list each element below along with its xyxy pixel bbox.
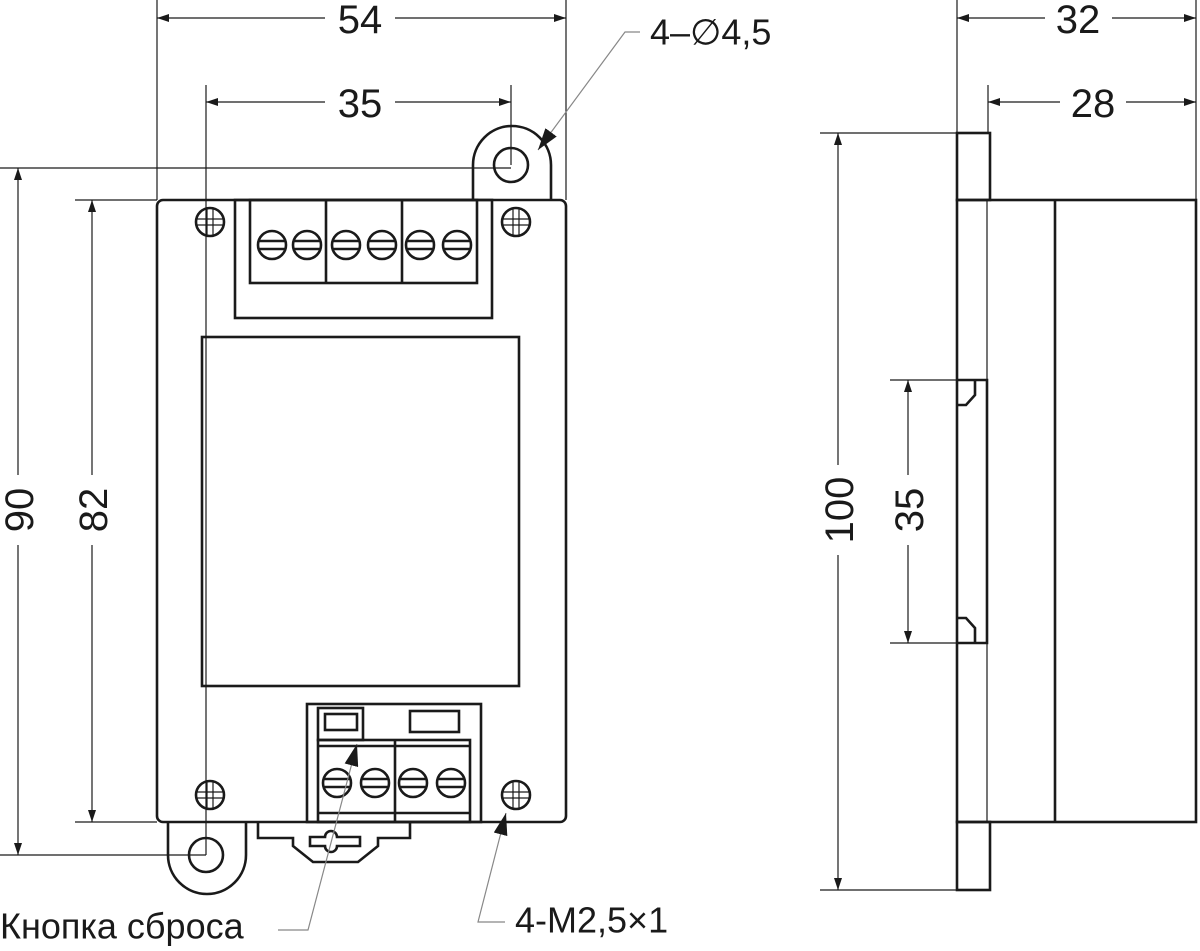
svg-text:90: 90	[0, 488, 42, 533]
dimension-90: 90	[0, 168, 42, 855]
svg-text:4-M2,5×1: 4-M2,5×1	[515, 900, 668, 941]
device-body	[155, 198, 568, 824]
svg-text:32: 32	[1056, 0, 1101, 42]
front-view: 54 35 90 82 4–∅4,5 Кнопка сброса 4-M2,5×	[0, 0, 771, 947]
terminal-screw-icon	[321, 767, 467, 799]
top-terminal-block	[233, 198, 494, 320]
svg-text:35: 35	[338, 82, 383, 126]
svg-text:28: 28	[1071, 82, 1116, 126]
cross-screw-icon	[194, 206, 532, 811]
dimension-54: 54	[157, 0, 566, 42]
terminal-screw-icon	[256, 229, 473, 261]
svg-text:Кнопка сброса: Кнопка сброса	[0, 906, 245, 947]
hole-callout: 4–∅4,5	[537, 12, 771, 151]
svg-text:82: 82	[72, 488, 116, 533]
side-view: 32 28 100 35	[818, 0, 1198, 892]
din-rail-clip	[256, 822, 412, 864]
dimension-100: 100	[818, 133, 862, 890]
svg-text:100: 100	[818, 477, 862, 544]
rail-notch-top	[957, 378, 989, 645]
dimension-32: 32	[957, 0, 1196, 42]
screw-callout: 4-M2,5×1	[477, 812, 668, 941]
dimension-35-side: 35	[888, 380, 932, 643]
svg-text:54: 54	[338, 0, 383, 42]
extension-lines	[0, 0, 567, 856]
reset-button-callout: Кнопка сброса	[0, 743, 359, 947]
dimension-35-front: 35	[206, 82, 511, 126]
svg-text:35: 35	[888, 488, 932, 533]
label-area	[200, 335, 521, 688]
bottom-terminal-block	[305, 702, 483, 824]
extension-lines	[820, 0, 1197, 891]
dimension-82: 82	[72, 200, 116, 822]
dimension-28: 28	[988, 82, 1196, 126]
svg-text:4–∅4,5: 4–∅4,5	[650, 12, 771, 53]
side-ear-top	[955, 131, 992, 202]
top-mounting-ear	[471, 124, 553, 200]
bottom-mounting-ear	[166, 822, 248, 896]
side-ear-bottom	[955, 820, 992, 892]
side-body	[955, 198, 1198, 824]
